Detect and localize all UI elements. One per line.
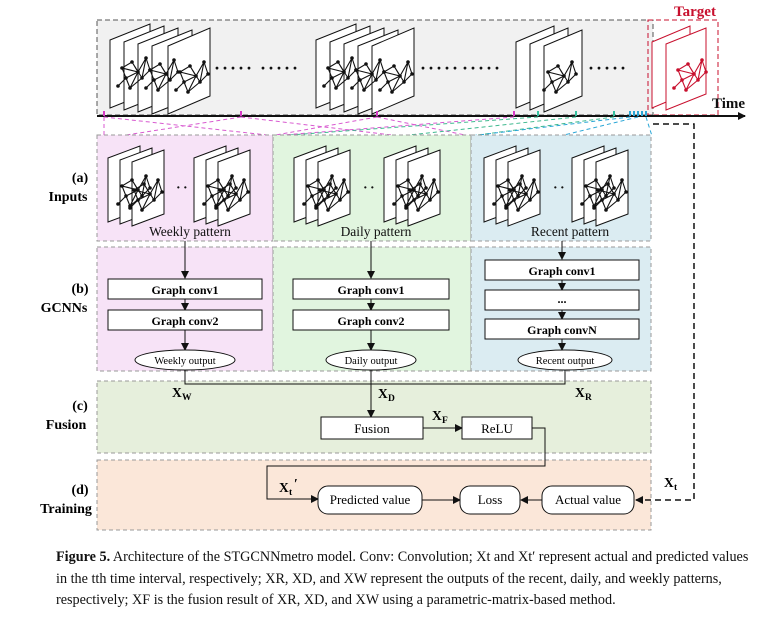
row-c-name: Fusion xyxy=(46,418,87,433)
row-a-name: Inputs xyxy=(49,190,88,205)
svg-text:t: t xyxy=(289,488,293,498)
timeline-dots-3: ····· xyxy=(588,58,628,78)
timeline-frame-stack-1 xyxy=(109,23,211,115)
target-frame-stack xyxy=(651,25,709,111)
daily-output-label: Daily output xyxy=(345,356,398,367)
timeline-dots-1: ····· xyxy=(214,58,254,78)
daily-conv2-label: Graph conv2 xyxy=(337,314,404,328)
svg-text:F: F xyxy=(442,416,448,426)
svg-text:D: D xyxy=(388,394,395,404)
recent-output-label: Recent output xyxy=(536,356,595,367)
figure-label: Figure 5. xyxy=(56,549,111,565)
recent-conv1-label: Graph conv1 xyxy=(528,264,595,278)
svg-text:X: X xyxy=(432,408,442,423)
timeline-dots-2b: ····· xyxy=(462,58,502,78)
daily-input-frames xyxy=(293,145,441,227)
row-c-letter: (c) xyxy=(72,399,88,414)
architecture-diagram: Target ····· ····· ····· ····· ····· Tim… xyxy=(40,4,746,531)
target-label: Target xyxy=(674,4,716,20)
svg-text:X: X xyxy=(575,385,585,400)
recent-input-frames xyxy=(483,145,629,227)
weekly-input-dots: · xyxy=(176,181,181,196)
weekly-input-dots-2: · xyxy=(183,181,188,196)
row-d-letter: (d) xyxy=(71,483,88,498)
daily-input-dots-2: · xyxy=(370,181,375,196)
fusion-label: Fusion xyxy=(354,421,390,436)
weekly-conv1-label: Graph conv1 xyxy=(151,283,218,297)
weekly-conv2-label: Graph conv2 xyxy=(151,314,218,328)
recent-convN-label: Graph convN xyxy=(527,323,597,337)
figure-caption: Figure 5. Architecture of the STGCNNmetr… xyxy=(56,547,756,612)
timeline-dots-1b: ····· xyxy=(260,58,300,78)
svg-text:X: X xyxy=(378,386,388,401)
svg-text:′: ′ xyxy=(294,476,298,491)
relu-to-predicted xyxy=(266,427,546,503)
svg-text:t: t xyxy=(674,483,678,493)
loss-label: Loss xyxy=(478,492,503,507)
relu-label: ReLU xyxy=(481,421,513,436)
time-ticks xyxy=(103,111,647,116)
timeline-dots-2: ····· xyxy=(420,58,460,78)
time-axis-label: Time xyxy=(712,96,745,112)
weekly-to-fusion xyxy=(184,370,371,385)
daily-conv1-label: Graph conv1 xyxy=(337,283,404,297)
svg-text:W: W xyxy=(182,393,192,403)
timeline-frame-stack-3 xyxy=(515,25,583,113)
predicted-value-label: Predicted value xyxy=(330,492,411,507)
svg-text:X: X xyxy=(664,475,674,490)
daily-input-dots: · xyxy=(363,181,368,196)
recent-to-fusion xyxy=(371,370,566,385)
row-d-name: Training xyxy=(40,502,92,517)
recent-input-dots: · xyxy=(553,181,558,196)
weekly-input-frames xyxy=(107,145,251,227)
recent-pattern-label: Recent pattern xyxy=(531,224,610,239)
weekly-pattern-label: Weekly pattern xyxy=(149,224,231,239)
row-b-letter: (b) xyxy=(71,282,88,297)
recent-ellipsis-label: ... xyxy=(558,292,567,306)
row-a-letter: (a) xyxy=(72,171,89,186)
svg-text:X: X xyxy=(279,480,289,495)
target-to-actual-link xyxy=(635,123,695,504)
actual-value-label: Actual value xyxy=(555,492,621,507)
daily-pattern-label: Daily pattern xyxy=(341,224,412,239)
recent-input-dots-2: · xyxy=(560,181,565,196)
weekly-output-label: Weekly output xyxy=(154,356,215,367)
row-b-name: GCNNs xyxy=(41,301,88,316)
caption-text: Architecture of the STGCNNmetro model. C… xyxy=(56,549,749,608)
pattern-links xyxy=(103,116,653,137)
timeline-frame-stack-2 xyxy=(315,23,415,115)
svg-text:R: R xyxy=(585,393,592,403)
svg-text:X: X xyxy=(172,385,182,400)
actual-value-box xyxy=(541,485,635,515)
